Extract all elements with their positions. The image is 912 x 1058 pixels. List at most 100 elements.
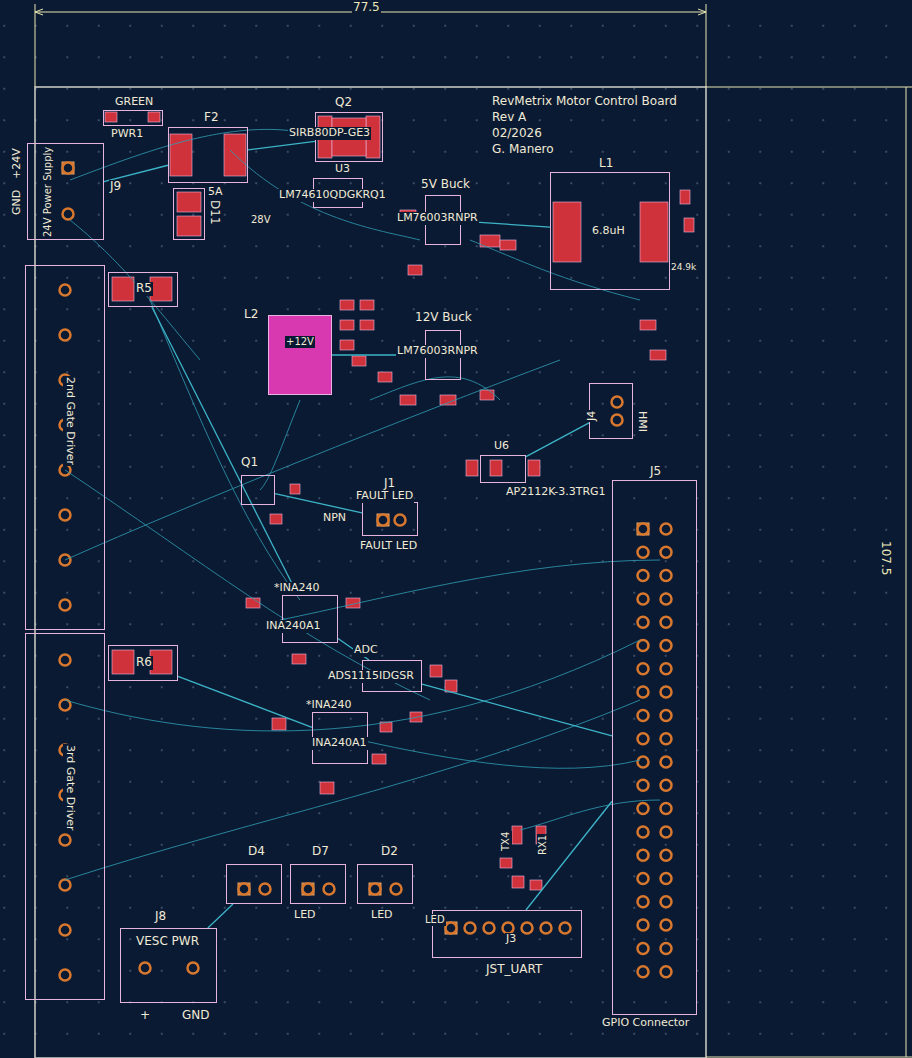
component-footprint: Q2SIRB80DP-GE3: [315, 112, 383, 162]
silkscreen-label: JST_UART: [485, 963, 543, 977]
silkscreen-label: D11: [207, 199, 221, 226]
through-hole-pad: [638, 920, 649, 931]
ratsnest-line: [65, 640, 640, 731]
component-footprint: D4: [226, 864, 282, 904]
through-hole-pad: [638, 593, 649, 604]
silkscreen-label: L1: [598, 157, 614, 171]
smd-pad: [650, 350, 666, 360]
silkscreen-label: J3: [505, 933, 517, 946]
smd-pad: [352, 356, 366, 366]
through-hole-pad: [60, 880, 71, 891]
silkscreen-label: GREEN: [114, 96, 154, 109]
smd-pad: [466, 460, 478, 476]
through-hole-pad: [560, 923, 571, 934]
silkscreen-label: NPN: [322, 512, 347, 525]
component-footprint: J5GPIO Connector: [612, 480, 697, 1015]
component-footprint: 2nd Gate Driver: [25, 265, 105, 630]
through-hole-pad: [324, 884, 335, 895]
component-footprint: R5: [108, 272, 178, 307]
smd-pad: [320, 782, 334, 794]
silkscreen-label: 24V Power Supply: [42, 146, 54, 238]
dimension-tick: [35, 4, 36, 87]
component-footprint: ADCADS1115IDGSR: [362, 660, 422, 692]
component-footprint: 3rd Gate Driver: [25, 633, 105, 1000]
through-hole-pad: [188, 963, 199, 974]
through-hole-pad: [661, 803, 672, 814]
smd-pad: [360, 320, 374, 330]
smd-pad: [340, 320, 354, 330]
silkscreen-label: +12V: [285, 336, 315, 348]
through-hole-pad: [638, 547, 649, 558]
smd-pad: [290, 484, 300, 494]
smd-pad: [530, 880, 542, 890]
through-hole-pad: [60, 835, 71, 846]
silkscreen-label: D2: [380, 845, 399, 859]
silkscreen-label: J1: [383, 477, 396, 491]
through-hole-pad: [63, 209, 74, 220]
silkscreen-label: 5V Buck: [420, 178, 471, 192]
through-hole-pad: [378, 515, 389, 526]
through-hole-pad: [638, 780, 649, 791]
through-hole-pad: [140, 963, 151, 974]
through-hole-pad: [638, 687, 649, 698]
smd-pad: [640, 202, 668, 262]
smd-pad: [490, 460, 502, 476]
silkscreen-label: GND: [181, 1009, 211, 1023]
silkscreen-label: +24V: [11, 147, 24, 180]
through-hole-pad: [661, 780, 672, 791]
silkscreen-label: 5A: [207, 186, 224, 199]
smd-pad: [112, 277, 134, 301]
component-footprint: 5V BuckLM76003RNPR: [425, 195, 461, 245]
ratsnest-connector: [275, 494, 362, 513]
smd-pad: [684, 218, 694, 232]
component-footprint: D2LED: [357, 864, 413, 904]
component-footprint: F25A: [168, 127, 248, 183]
silkscreen-label: D7: [311, 845, 330, 859]
silkscreen-label: ADC: [353, 644, 379, 657]
silkscreen-label: INA240A1: [265, 620, 322, 633]
dimension-tick: [706, 87, 912, 88]
through-hole-pad: [638, 803, 649, 814]
through-hole-pad: [484, 923, 495, 934]
ratsnest-line: [470, 240, 640, 300]
connector-line: [178, 676, 312, 727]
silkscreen-label: 3rd Gate Driver: [63, 744, 76, 832]
board-label: LED: [424, 914, 446, 926]
through-hole-pad: [661, 757, 672, 768]
smd-pad: [246, 598, 260, 608]
through-hole-pad: [661, 593, 672, 604]
through-hole-pad: [60, 330, 71, 341]
ratsnest-connector: [178, 676, 312, 727]
ratsnest-line: [260, 400, 300, 490]
through-hole-pad: [661, 966, 672, 977]
smd-pad: [500, 240, 516, 250]
through-hole-pad: [661, 547, 672, 558]
through-hole-pad: [391, 884, 402, 895]
silkscreen-label: J8: [154, 910, 167, 924]
through-hole-pad: [63, 163, 74, 174]
connector-line: [422, 684, 612, 736]
component-footprint: *INA240INA240A1: [312, 712, 368, 764]
silkscreen-label: R6: [135, 656, 153, 670]
component-footprint: L16.8uH: [550, 172, 670, 290]
through-hole-pad: [60, 285, 71, 296]
smd-pad: [105, 112, 117, 122]
ratsnest-line: [280, 560, 660, 620]
board-label: 107.5: [878, 540, 892, 576]
through-hole-pad: [503, 923, 514, 934]
component-footprint: Q1NPN: [241, 475, 275, 505]
silkscreen-label: ADS1115IDGSR: [327, 670, 415, 683]
silkscreen-label: L2: [243, 308, 259, 322]
silkscreen-label: J9: [109, 180, 122, 194]
smd-pad: [112, 650, 134, 674]
silkscreen-label: GPIO Connector: [601, 1017, 690, 1030]
through-hole-pad: [661, 920, 672, 931]
through-hole-pad: [239, 884, 250, 895]
through-hole-pad: [60, 970, 71, 981]
smd-pad: [553, 202, 581, 262]
square-pad: [637, 523, 649, 535]
silkscreen-label: SIRB80DP-GE3: [288, 127, 371, 140]
board-label: Rev A: [491, 111, 527, 125]
dimension-tick: [706, 1057, 912, 1058]
